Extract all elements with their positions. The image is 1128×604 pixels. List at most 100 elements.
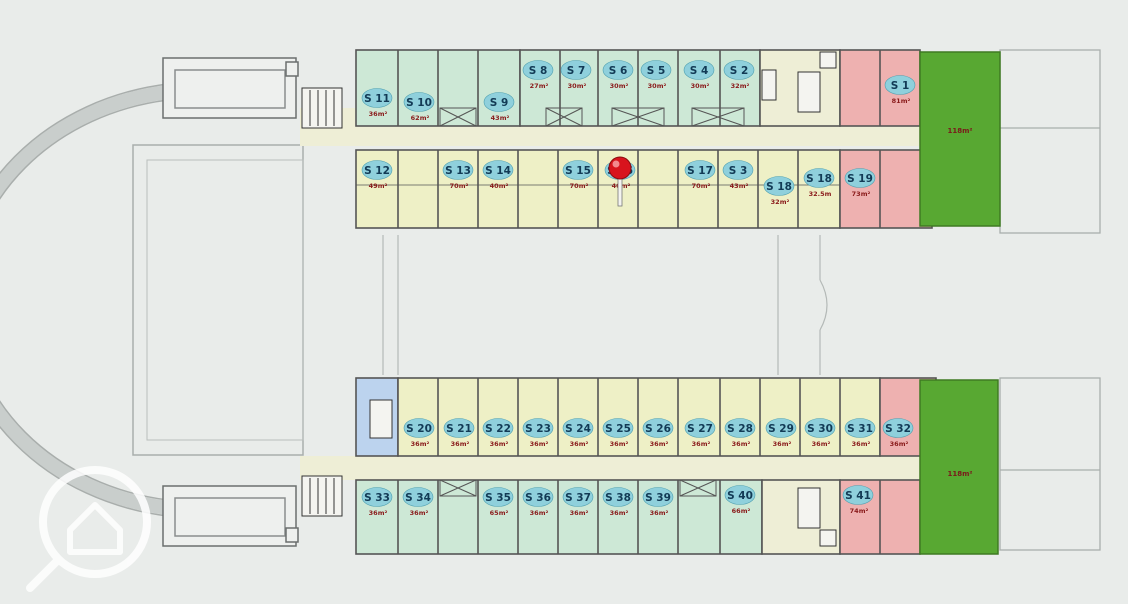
- unit-label-oval: [803, 168, 835, 188]
- unit-s7[interactable]: S 7 30m²: [560, 60, 592, 91]
- unit-s5[interactable]: S 5 30m²: [640, 60, 672, 91]
- unit-label: S 18: [806, 173, 832, 185]
- unit-label: S 7: [567, 65, 586, 77]
- unit-area: 81m²: [892, 97, 911, 105]
- unit-label: S 8: [529, 65, 548, 77]
- unit-area: 30m²: [691, 82, 710, 90]
- unit-area: 36m²: [530, 440, 549, 448]
- unit-label-oval: [482, 487, 514, 507]
- unit-label-oval: [442, 160, 474, 180]
- unit-label: S 41: [845, 490, 871, 502]
- unit-label: S 33: [364, 492, 390, 504]
- unit-area: 32.5m: [809, 190, 832, 198]
- unit-s24[interactable]: S 24 36m²: [562, 418, 594, 449]
- unit-s39[interactable]: S 39 36m²: [642, 487, 674, 518]
- unit-area: 30m²: [648, 82, 667, 90]
- unit-label-oval: [683, 60, 715, 80]
- unit-s41[interactable]: S 41 74m²: [842, 485, 874, 516]
- unit-area: 30m²: [568, 82, 587, 90]
- unit-area: 36m²: [650, 509, 669, 517]
- unit-label-oval: [602, 60, 634, 80]
- unit-area: 32m²: [731, 82, 750, 90]
- unit-area: 36m²: [570, 440, 589, 448]
- unit-area: 49m²: [369, 182, 388, 190]
- unit-label: S 6: [609, 65, 628, 77]
- unit-label-oval: [402, 487, 434, 507]
- unit-area: 36m²: [570, 509, 589, 517]
- location-pin-icon[interactable]: [608, 156, 632, 207]
- unit-label-oval: [763, 176, 795, 196]
- unit-area: 74m²: [850, 507, 869, 515]
- unit-area: 36m²: [812, 440, 831, 448]
- unit-area: 73m²: [852, 190, 871, 198]
- unit-s4[interactable]: S 4 30m²: [683, 60, 715, 91]
- unit-label-oval: [482, 160, 514, 180]
- unit-label: S 39: [645, 492, 671, 504]
- unit-area: 36m²: [369, 110, 388, 118]
- unit-label-oval: [361, 88, 393, 108]
- unit-label: S 4: [690, 65, 709, 77]
- unit-label-oval: [562, 418, 594, 438]
- unit-label: S 38: [605, 492, 631, 504]
- unit-s6[interactable]: S 6 30m²: [602, 60, 634, 91]
- unit-label-oval: [562, 160, 594, 180]
- unit-label-oval: [403, 418, 435, 438]
- unit-label-oval: [483, 92, 515, 112]
- unit-label: S 5: [647, 65, 666, 77]
- unit-area: 36m²: [411, 440, 430, 448]
- south-wing: [300, 377, 999, 555]
- unit-label: S 28: [727, 423, 753, 435]
- courtyard-lines: [382, 235, 828, 375]
- unit-area: 36m²: [490, 440, 509, 448]
- unit-area: 30m²: [610, 82, 629, 90]
- unit-area: 36m²: [451, 440, 470, 448]
- unit-s18[interactable]: S 18 32.5m: [803, 168, 835, 199]
- unit-area: 36m²: [852, 440, 871, 448]
- unit-label-oval: [724, 418, 756, 438]
- unit-label-oval: [765, 418, 797, 438]
- north-terrace: [919, 51, 1001, 227]
- unit-label: S 35: [485, 492, 511, 504]
- north-terrace-area: 118m²: [948, 127, 973, 135]
- unit-label-oval: [361, 487, 393, 507]
- unit-label-oval: [882, 418, 914, 438]
- unit-label: S 3: [729, 165, 748, 177]
- unit-area: 66m²: [732, 507, 751, 515]
- unit-area: 70m²: [450, 182, 469, 190]
- unit-label: S 24: [565, 423, 591, 435]
- unit-label: S 29: [768, 423, 794, 435]
